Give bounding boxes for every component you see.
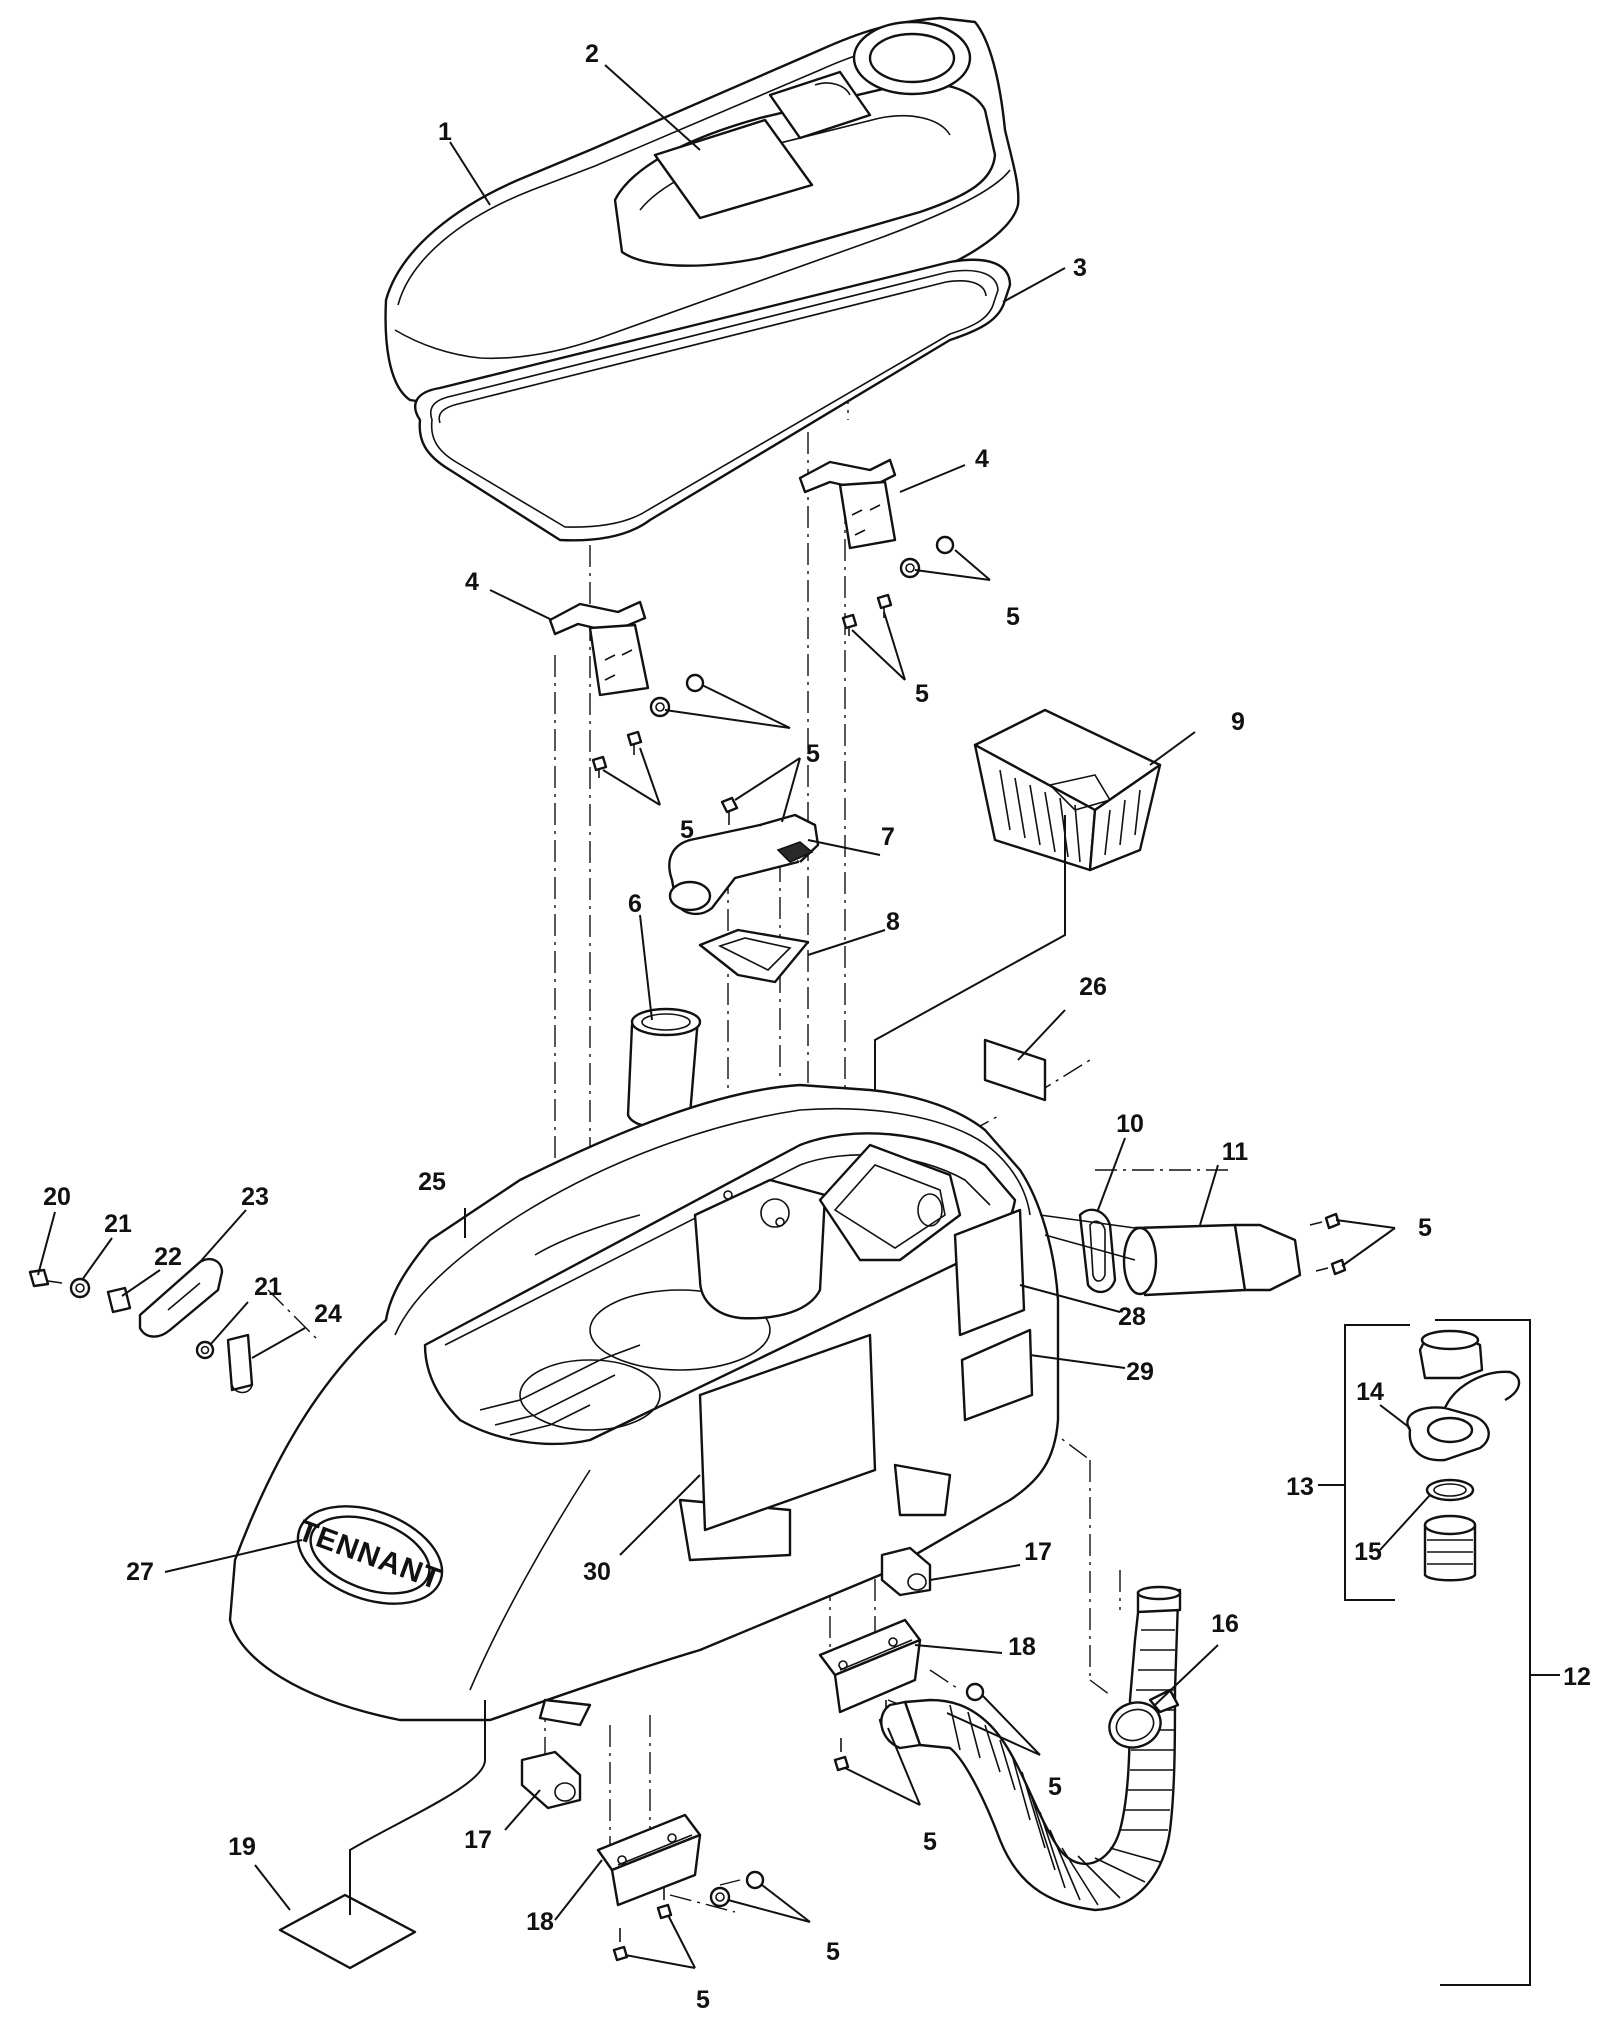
hose-clamp bbox=[1108, 1688, 1180, 1749]
callout-23: 23 bbox=[241, 1183, 269, 1211]
callout-6: 6 bbox=[628, 890, 642, 918]
decal-19 bbox=[278, 1893, 417, 1970]
inlet-gasket bbox=[1078, 1208, 1117, 1294]
callout-26: 26 bbox=[1079, 973, 1107, 1001]
callout-5-c: 5 bbox=[806, 740, 820, 768]
inlet-pipe bbox=[1039, 1214, 1302, 1297]
callout-18-left: 18 bbox=[526, 1908, 554, 1936]
callout-20: 20 bbox=[43, 1183, 71, 1211]
callout-18-right: 18 bbox=[1008, 1633, 1036, 1661]
hinge-bracket-upper-left bbox=[548, 600, 650, 697]
brackets-12-13 bbox=[1318, 1319, 1560, 1986]
callout-4-upper: 4 bbox=[975, 445, 989, 473]
callout-2: 2 bbox=[585, 40, 599, 68]
callout-21-upper: 21 bbox=[104, 1210, 132, 1238]
callout-8: 8 bbox=[886, 908, 900, 936]
callout-7: 7 bbox=[881, 823, 895, 851]
callout-1: 1 bbox=[438, 118, 452, 146]
callout-21-lower: 21 bbox=[254, 1273, 282, 1301]
callout-30: 30 bbox=[583, 1558, 611, 1586]
callout-16: 16 bbox=[1211, 1610, 1239, 1638]
callout-5-f: 5 bbox=[1418, 1214, 1432, 1242]
callout-15: 15 bbox=[1354, 1538, 1382, 1566]
callout-22: 22 bbox=[154, 1243, 182, 1271]
decal-26 bbox=[983, 1038, 1047, 1102]
callout-29: 29 bbox=[1126, 1358, 1154, 1386]
callout-25: 25 bbox=[418, 1168, 446, 1196]
callout-11: 11 bbox=[1222, 1138, 1249, 1166]
drain-hose bbox=[880, 1585, 1182, 1912]
callout-labels: 1 2 3 4 4 5 5 5 5 5 5 5 5 5 5 5 6 7 8 9 … bbox=[43, 40, 1591, 2014]
callout-14: 14 bbox=[1356, 1378, 1384, 1406]
callout-28: 28 bbox=[1118, 1303, 1146, 1331]
callout-4-lower: 4 bbox=[465, 568, 479, 596]
callout-19: 19 bbox=[228, 1833, 256, 1861]
recovery-tank-body: TENNANT bbox=[228, 1083, 1060, 1727]
callout-24: 24 bbox=[314, 1300, 342, 1328]
elbow-gasket bbox=[698, 928, 810, 984]
callout-12: 12 bbox=[1563, 1663, 1591, 1691]
leader-lines bbox=[37, 64, 1431, 1969]
callout-5-i: 5 bbox=[826, 1938, 840, 1966]
callout-10: 10 bbox=[1116, 1110, 1144, 1138]
drain-plug-assembly bbox=[1406, 1329, 1521, 1582]
callout-5-j: 5 bbox=[696, 1986, 710, 2014]
callout-3: 3 bbox=[1073, 254, 1087, 282]
callout-17-right: 17 bbox=[1024, 1538, 1052, 1566]
inlet-tube bbox=[626, 1007, 702, 1129]
callout-5-d: 5 bbox=[680, 816, 694, 844]
callout-27: 27 bbox=[126, 1558, 154, 1586]
debris-basket bbox=[973, 708, 1162, 872]
decal-28 bbox=[953, 1208, 1026, 1337]
vacuum-elbow bbox=[668, 813, 820, 916]
callout-17-left: 17 bbox=[464, 1826, 492, 1854]
hinge-left bbox=[596, 1813, 702, 1907]
decal-30 bbox=[698, 1333, 877, 1532]
callout-5-g: 5 bbox=[1048, 1773, 1062, 1801]
callout-5-a: 5 bbox=[1006, 603, 1020, 631]
decal-29 bbox=[960, 1328, 1034, 1422]
callout-5-h: 5 bbox=[923, 1828, 937, 1856]
hinge-bracket-upper-right bbox=[798, 458, 897, 550]
hinge-spacer-right bbox=[880, 1546, 932, 1597]
hinge-right bbox=[818, 1618, 922, 1714]
callout-9: 9 bbox=[1231, 708, 1245, 736]
cover-seal bbox=[414, 258, 1012, 542]
callout-5-b: 5 bbox=[915, 680, 929, 708]
callout-13: 13 bbox=[1286, 1473, 1314, 1501]
latch-assembly bbox=[28, 1258, 254, 1394]
